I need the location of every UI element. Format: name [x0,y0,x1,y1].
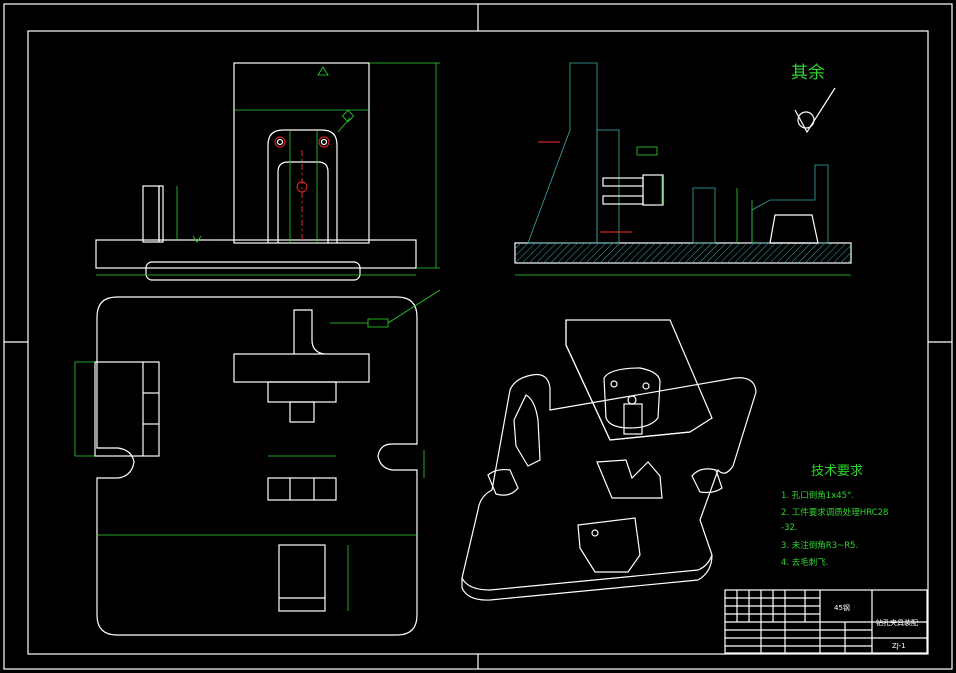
front-view [95,62,440,281]
surface-roughness-symbol [794,87,836,134]
surface-roughness-label: 其余 [791,63,825,83]
section-view [514,62,852,276]
tech-requirements-title: 技术要求 [811,464,863,479]
title-block-drawing-code: ZJ-1 [892,642,906,650]
tech-requirement-item-4: 3. 未注倒角R3~R5. [781,540,858,551]
tech-requirement-item-2: 2. 工件要求调质处理HRC28 [781,507,888,518]
tech-requirement-item-3: -32. [781,523,798,533]
title-block-material: 45钢 [834,603,850,612]
tech-requirement-item-5: 4. 去毛刺飞. [781,557,829,568]
tech-requirement-item-1: 1. 孔口倒角1x45°. [781,490,854,501]
title-block-drawing-name: 钻孔夹具装配 [876,618,918,627]
drawing-frame [3,3,953,670]
title-block [724,589,928,654]
isometric-view [461,319,757,601]
top-view [74,289,441,636]
